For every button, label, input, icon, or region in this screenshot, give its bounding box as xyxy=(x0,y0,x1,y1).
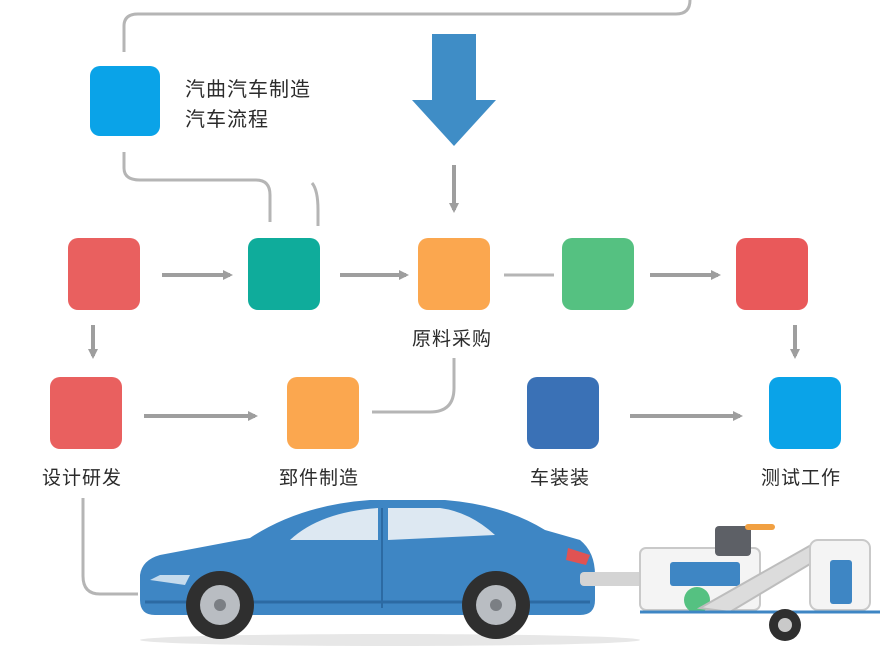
node-parts xyxy=(287,377,359,449)
procurement-to-parts-connector xyxy=(372,358,456,414)
teal-side-connector xyxy=(310,182,320,226)
node-red-end xyxy=(736,238,808,310)
node-green xyxy=(562,238,634,310)
legend-line-2: 汽车流程 xyxy=(185,107,269,131)
legend-to-teal-connector xyxy=(122,152,272,222)
node-assembly xyxy=(527,377,599,449)
label-procurement: 原料采购 xyxy=(412,328,493,350)
label-testing: 测试工作 xyxy=(761,467,842,489)
node-teal xyxy=(248,238,320,310)
car-icon xyxy=(140,500,595,639)
label-assembly: 车装装 xyxy=(530,467,591,489)
big-down-arrow-icon xyxy=(412,34,496,146)
node-procurement xyxy=(418,238,490,310)
label-design: 设计研发 xyxy=(42,467,123,489)
label-parts: 郅件制造 xyxy=(279,467,360,489)
legend-swatch xyxy=(90,66,160,136)
car-shadow xyxy=(140,634,640,646)
top-loop-connector xyxy=(122,0,692,52)
design-to-car-connector xyxy=(81,498,138,596)
node-red-start xyxy=(68,238,140,310)
legend-line-1: 汽曲汽车制造 xyxy=(185,77,311,101)
node-testing xyxy=(769,377,841,449)
node-design xyxy=(50,377,122,449)
test-machine-icon xyxy=(580,524,880,641)
